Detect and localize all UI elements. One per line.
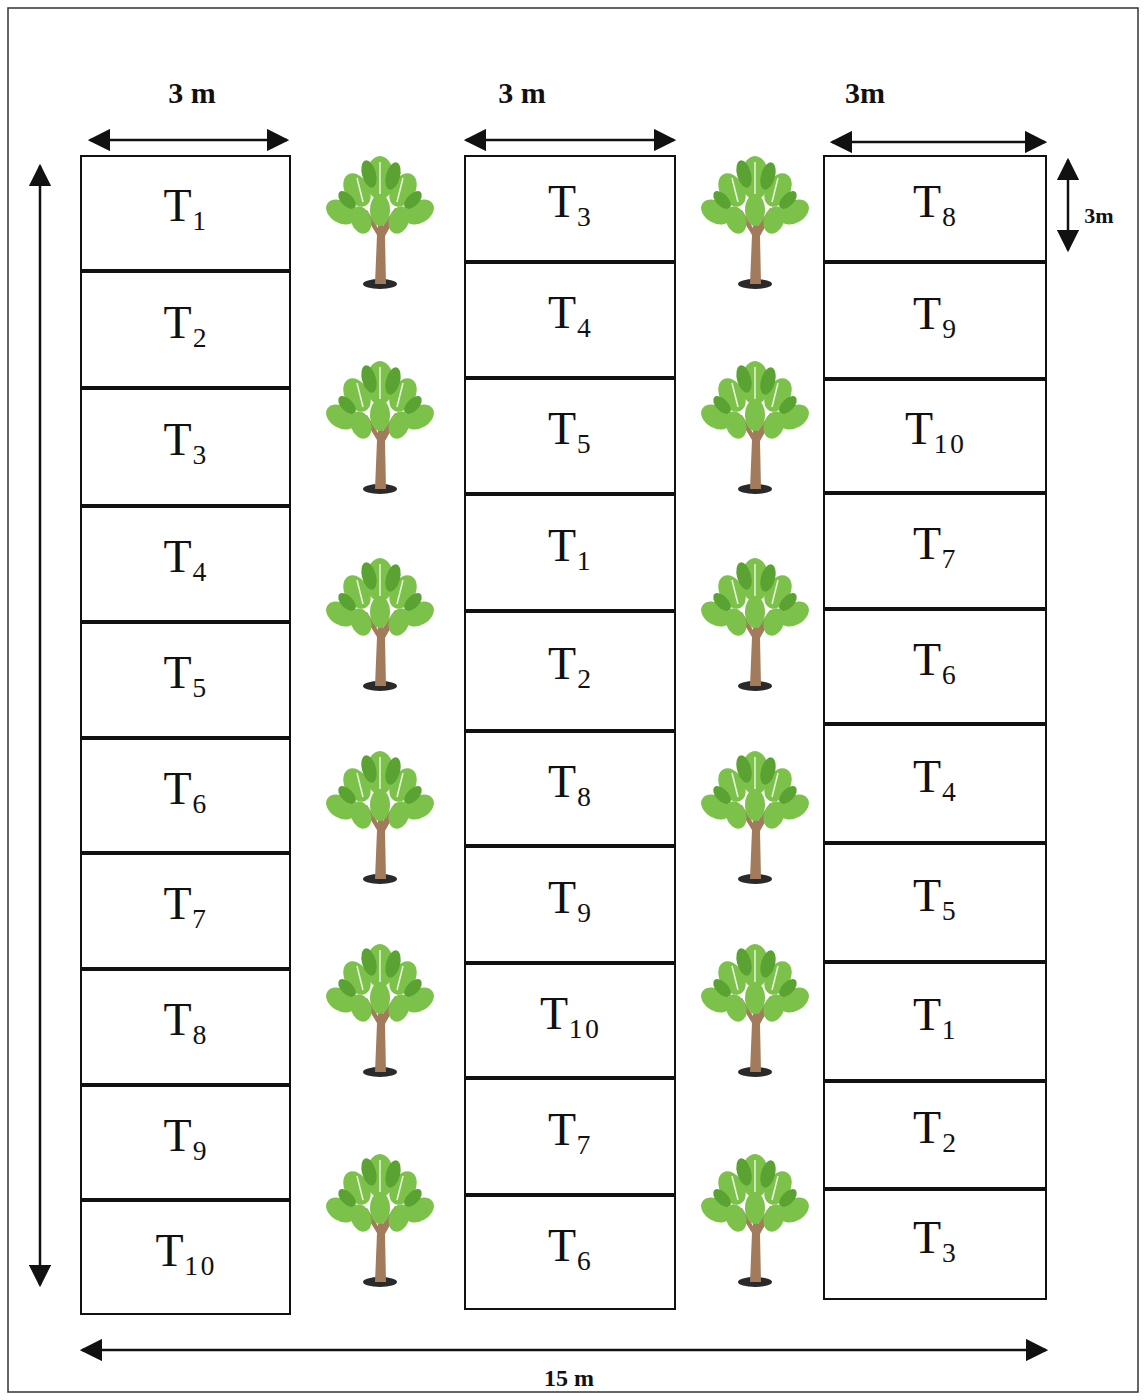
treatment-label: T₈ [913, 179, 957, 225]
treatment-plot: T₄ [464, 262, 676, 378]
treatment-plot: T₂ [823, 1081, 1047, 1189]
treatment-label: T₁₀ [540, 991, 600, 1037]
treatment-label: T₇ [913, 521, 957, 567]
treatment-plot: T₂ [464, 611, 676, 731]
treatment-plot: T₄ [80, 506, 291, 622]
treatment-label: T₁ [548, 523, 592, 569]
treatment-plot: T₃ [464, 155, 676, 262]
treatment-plot: T₁₀ [80, 1200, 291, 1315]
treatment-label: T₆ [548, 1223, 592, 1269]
treatment-label: T₂ [548, 641, 592, 687]
treatment-plot: T₄ [823, 724, 1047, 843]
dimension-label: 3m [1084, 203, 1113, 229]
treatment-label: T₆ [913, 637, 957, 683]
treatment-label: T₂ [913, 1105, 957, 1151]
treatment-label: T₅ [548, 406, 592, 452]
treatment-label: T₄ [163, 534, 207, 580]
treatment-label: T₂ [163, 300, 207, 346]
treatment-plot: T₆ [464, 1195, 676, 1310]
treatment-plot: T₉ [80, 1085, 291, 1200]
treatment-label: T₇ [548, 1107, 592, 1153]
dimension-label: 15 m [544, 1365, 594, 1392]
treatment-label: T₅ [163, 650, 207, 696]
treatment-plot: T₁ [80, 155, 291, 271]
treatment-plot: T₈ [80, 969, 291, 1085]
treatment-plot: T₆ [80, 738, 291, 853]
treatment-label: T₃ [163, 417, 207, 463]
treatment-plot: T₁₀ [464, 963, 676, 1078]
treatment-label: T₁ [163, 183, 207, 229]
treatment-plot: T₉ [464, 846, 676, 963]
treatment-plot: T₈ [464, 731, 676, 846]
treatment-label: T₁₀ [155, 1228, 215, 1274]
treatment-label: T₉ [548, 875, 592, 921]
dimension-label: 3m [845, 76, 885, 110]
treatment-plot: T₃ [80, 388, 291, 506]
treatment-plot: T₇ [464, 1078, 676, 1195]
treatment-plot: T₆ [823, 609, 1047, 724]
treatment-plot: T₅ [80, 622, 291, 738]
treatment-label: T₄ [913, 754, 957, 800]
dimension-label: 3 m [498, 76, 546, 110]
treatment-label: T₅ [913, 873, 957, 919]
treatment-label: T₉ [163, 1113, 207, 1159]
treatment-plot: T₉ [823, 262, 1047, 379]
treatment-plot: T₅ [464, 378, 676, 494]
treatment-label: T₇ [163, 881, 207, 927]
treatment-plot: T₁ [464, 494, 676, 611]
treatment-label: T₃ [548, 179, 592, 225]
treatment-label: T₄ [548, 290, 592, 336]
treatment-label: T₉ [913, 291, 957, 337]
treatment-plot: T₃ [823, 1189, 1047, 1300]
treatment-label: T₈ [163, 997, 207, 1043]
treatment-label: T₁₀ [905, 406, 965, 452]
treatment-plot: T₅ [823, 843, 1047, 962]
treatment-plot: T₈ [823, 155, 1047, 262]
treatment-label: T₃ [913, 1215, 957, 1261]
treatment-label: T₁ [913, 992, 957, 1038]
treatment-plot: T₁ [823, 962, 1047, 1081]
treatment-plot: T₇ [823, 493, 1047, 609]
treatment-plot: T₂ [80, 271, 291, 388]
treatment-label: T₈ [548, 759, 592, 805]
treatment-plot: T₇ [80, 853, 291, 969]
treatment-plot: T₁₀ [823, 379, 1047, 493]
dimension-label: 3 m [168, 76, 216, 110]
treatment-label: T₆ [163, 766, 207, 812]
